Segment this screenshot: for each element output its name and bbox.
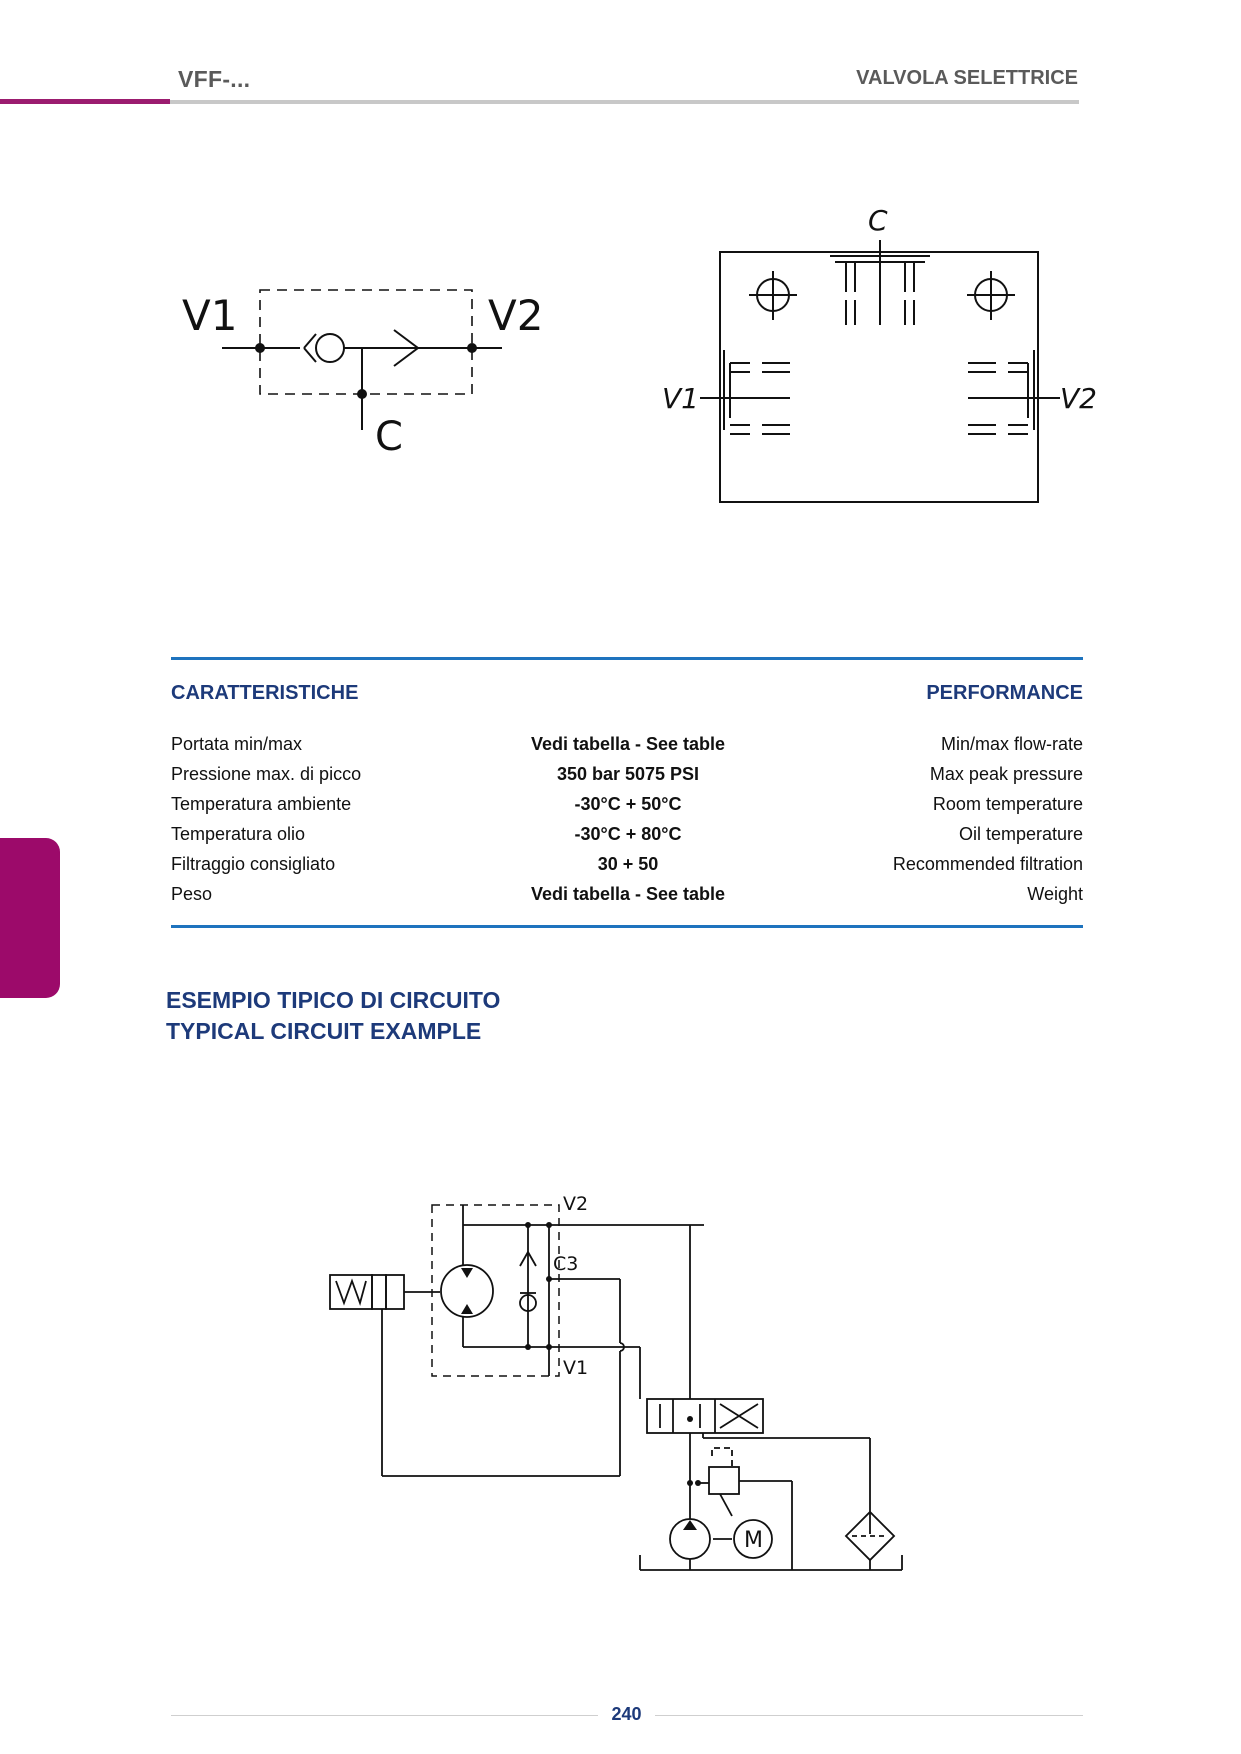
valve-symbol-diagram: V1 V2 C	[182, 289, 543, 460]
spec-row: Pressione max. di picco 350 bar 5075 PSI…	[171, 764, 1083, 794]
spec-label-it: Filtraggio consigliato	[171, 854, 336, 874]
spec-label-it: Pressione max. di picco	[171, 764, 362, 784]
circuit-diagram: V2 C3 V1 M	[329, 1193, 903, 1571]
spec-label-en: Recommended filtration	[892, 854, 1083, 874]
circuit-title: ESEMPIO TIPICO DI CIRCUITO TYPICAL CIRCU…	[166, 985, 500, 1047]
circuit-title-en: TYPICAL CIRCUIT EXAMPLE	[166, 1018, 482, 1044]
spring-icon	[335, 1278, 367, 1306]
circuit-label-v2: V2	[563, 1193, 588, 1215]
symbol-label-c: C	[375, 414, 403, 460]
spec-label-en: Max peak pressure	[929, 764, 1083, 784]
footer-rule-right	[655, 1715, 1083, 1716]
symbol-label-v1: V1	[182, 291, 237, 340]
spring-icon	[719, 1493, 733, 1517]
page-number: 240	[611, 1704, 642, 1724]
circuit-label-motor: M	[744, 1528, 763, 1553]
spec-row: Filtraggio consigliato 30 + 50 Recommend…	[171, 854, 1083, 884]
spec-row: Portata min/max Vedi tabella - See table…	[171, 734, 1083, 764]
valve-body-diagram: C V1 V2	[662, 204, 1097, 503]
table-rule-bottom	[171, 925, 1083, 928]
spec-row: Temperatura olio -30°C + 80°C Oil temper…	[171, 824, 1083, 854]
body-label-v2: V2	[1060, 382, 1097, 415]
performance-title: PERFORMANCE	[926, 682, 1083, 704]
circuit-title-it: ESEMPIO TIPICO DI CIRCUITO	[166, 987, 501, 1013]
spec-value: -30°C + 80°C	[574, 824, 682, 844]
spec-label-it: Temperatura ambiente	[171, 794, 352, 814]
filter-icon	[844, 1510, 896, 1562]
footer-rule-left	[171, 1715, 598, 1716]
header-rule	[170, 100, 1079, 104]
spec-label-en: Weight	[1027, 884, 1083, 904]
spec-label-it: Portata min/max	[171, 734, 303, 754]
header-title: VALVOLA SELETTRICE	[856, 67, 1078, 89]
table-rule-top	[171, 657, 1083, 660]
spec-value: -30°C + 50°C	[574, 794, 682, 814]
spec-value: 350 bar 5075 PSI	[556, 764, 700, 784]
spec-label-en: Oil temperature	[958, 824, 1083, 844]
spec-value: Vedi tabella - See table	[530, 884, 726, 904]
motor-icon	[440, 1264, 494, 1318]
header-rule-accent	[0, 99, 170, 104]
characteristics-title: CARATTERISTICHE	[171, 682, 359, 704]
spec-row: Peso Vedi tabella - See table Weight	[171, 884, 1083, 914]
section-side-tab	[0, 838, 60, 998]
spec-row: Temperatura ambiente -30°C + 50°C Room t…	[171, 794, 1083, 824]
spec-label-en: Min/max flow-rate	[940, 734, 1083, 754]
check-valve-icon	[519, 1294, 537, 1312]
spec-value: Vedi tabella - See table	[530, 734, 726, 754]
circuit-label-c3: C3	[553, 1253, 578, 1275]
header-code: VFF-...	[178, 66, 251, 92]
motor-icon	[733, 1519, 773, 1559]
circuit-label-v1: V1	[563, 1357, 588, 1379]
body-label-v1: V1	[662, 382, 699, 415]
spec-label-it: Temperatura olio	[171, 824, 306, 844]
body-label-c: C	[868, 204, 888, 237]
symbol-label-v2: V2	[488, 291, 543, 340]
spec-value: 30 + 50	[597, 854, 659, 874]
spec-label-en: Room temperature	[932, 794, 1083, 814]
spec-label-it: Peso	[171, 884, 213, 904]
